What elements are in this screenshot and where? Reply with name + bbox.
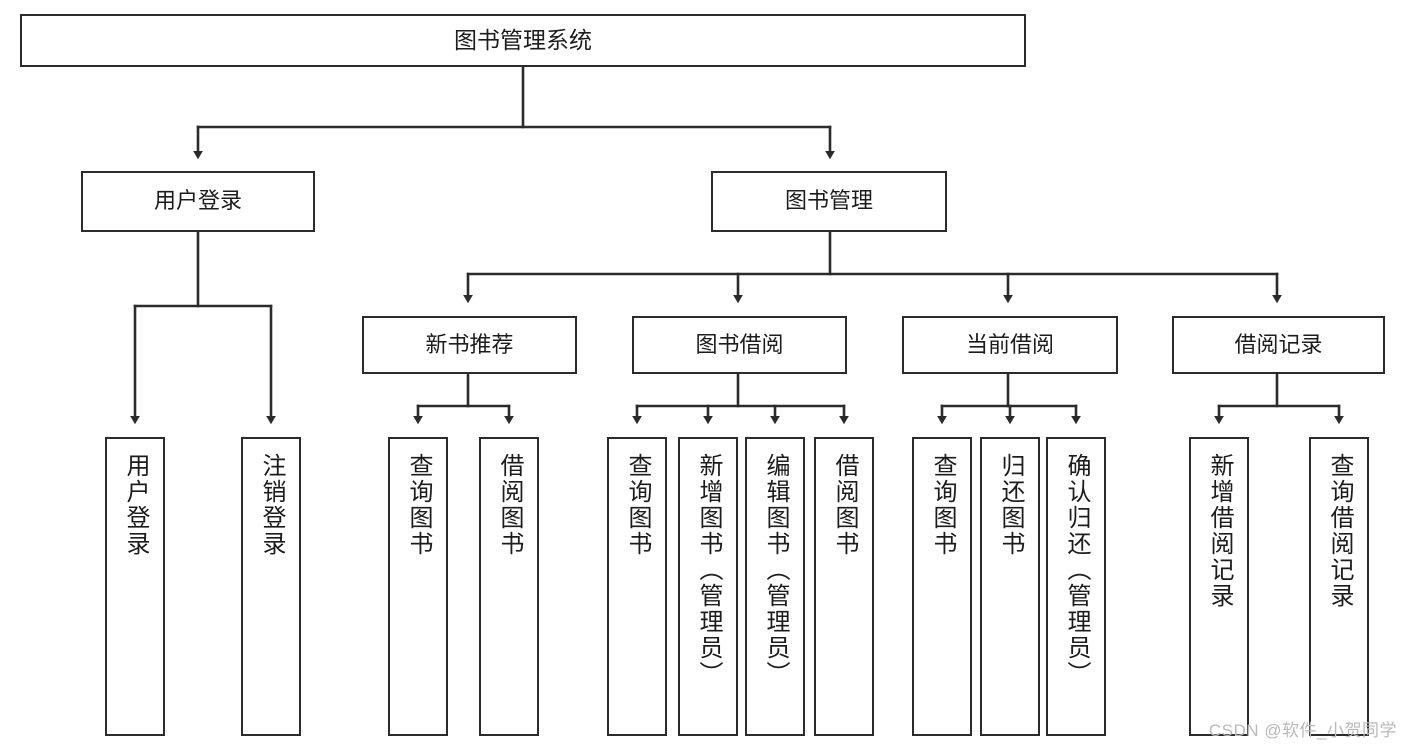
node-root-label: 图书管理系统 — [454, 26, 592, 53]
leaf-label: 新增借阅记录 — [1206, 453, 1233, 609]
node-book-management[interactable]: 图书管理 — [711, 171, 947, 232]
leaf-current-borrow-confirm-return-admin[interactable]: 确认归还（管理员） — [1046, 437, 1106, 736]
leaf-book-borrow-edit-book-admin[interactable]: 编辑图书（管理员） — [745, 437, 805, 736]
node-book-borrow-label: 图书借阅 — [695, 331, 784, 357]
node-current-borrow-label: 当前借阅 — [965, 331, 1054, 357]
node-new-book-recommend[interactable]: 新书推荐 — [362, 316, 577, 374]
leaf-borrow-record-add-record[interactable]: 新增借阅记录 — [1189, 437, 1249, 736]
leaf-user-login-logout[interactable]: 注销登录 — [241, 437, 301, 736]
leaf-book-borrow-borrow-book[interactable]: 借阅图书 — [814, 437, 874, 736]
leaf-book-borrow-add-book-admin[interactable]: 新增图书（管理员） — [678, 437, 738, 736]
leaf-label: 编辑图书（管理员） — [762, 453, 789, 687]
node-user-login-label: 用户登录 — [153, 188, 242, 214]
leaf-label: 查询借阅记录 — [1326, 453, 1353, 609]
leaf-new-book-borrow-book[interactable]: 借阅图书 — [479, 437, 539, 736]
leaf-label: 用户登录 — [122, 453, 149, 557]
leaf-label: 查询图书 — [405, 453, 432, 557]
node-current-borrow[interactable]: 当前借阅 — [902, 316, 1118, 374]
leaf-label: 借阅图书 — [831, 453, 858, 557]
leaf-label: 查询图书 — [624, 453, 651, 557]
leaf-user-login-login[interactable]: 用户登录 — [105, 437, 165, 736]
leaf-label: 注销登录 — [258, 453, 285, 557]
node-user-login[interactable]: 用户登录 — [81, 171, 315, 232]
node-borrow-record-label: 借阅记录 — [1234, 331, 1323, 357]
leaf-borrow-record-query-record[interactable]: 查询借阅记录 — [1309, 437, 1369, 736]
leaf-current-borrow-query-book[interactable]: 查询图书 — [912, 437, 972, 736]
leaf-current-borrow-return-book[interactable]: 归还图书 — [980, 437, 1040, 736]
node-book-management-label: 图书管理 — [784, 188, 873, 214]
leaf-book-borrow-query-book[interactable]: 查询图书 — [607, 437, 667, 736]
leaf-label: 归还图书 — [997, 453, 1024, 557]
leaf-label: 确认归还（管理员） — [1063, 453, 1090, 687]
leaf-label: 借阅图书 — [496, 453, 523, 557]
node-book-borrow[interactable]: 图书借阅 — [632, 316, 847, 374]
node-root[interactable]: 图书管理系统 — [20, 14, 1026, 67]
leaf-new-book-query-book[interactable]: 查询图书 — [388, 437, 448, 736]
node-new-book-recommend-label: 新书推荐 — [425, 331, 514, 357]
leaf-label: 新增图书（管理员） — [695, 453, 722, 687]
node-borrow-record[interactable]: 借阅记录 — [1172, 316, 1385, 374]
leaf-label: 查询图书 — [929, 453, 956, 557]
